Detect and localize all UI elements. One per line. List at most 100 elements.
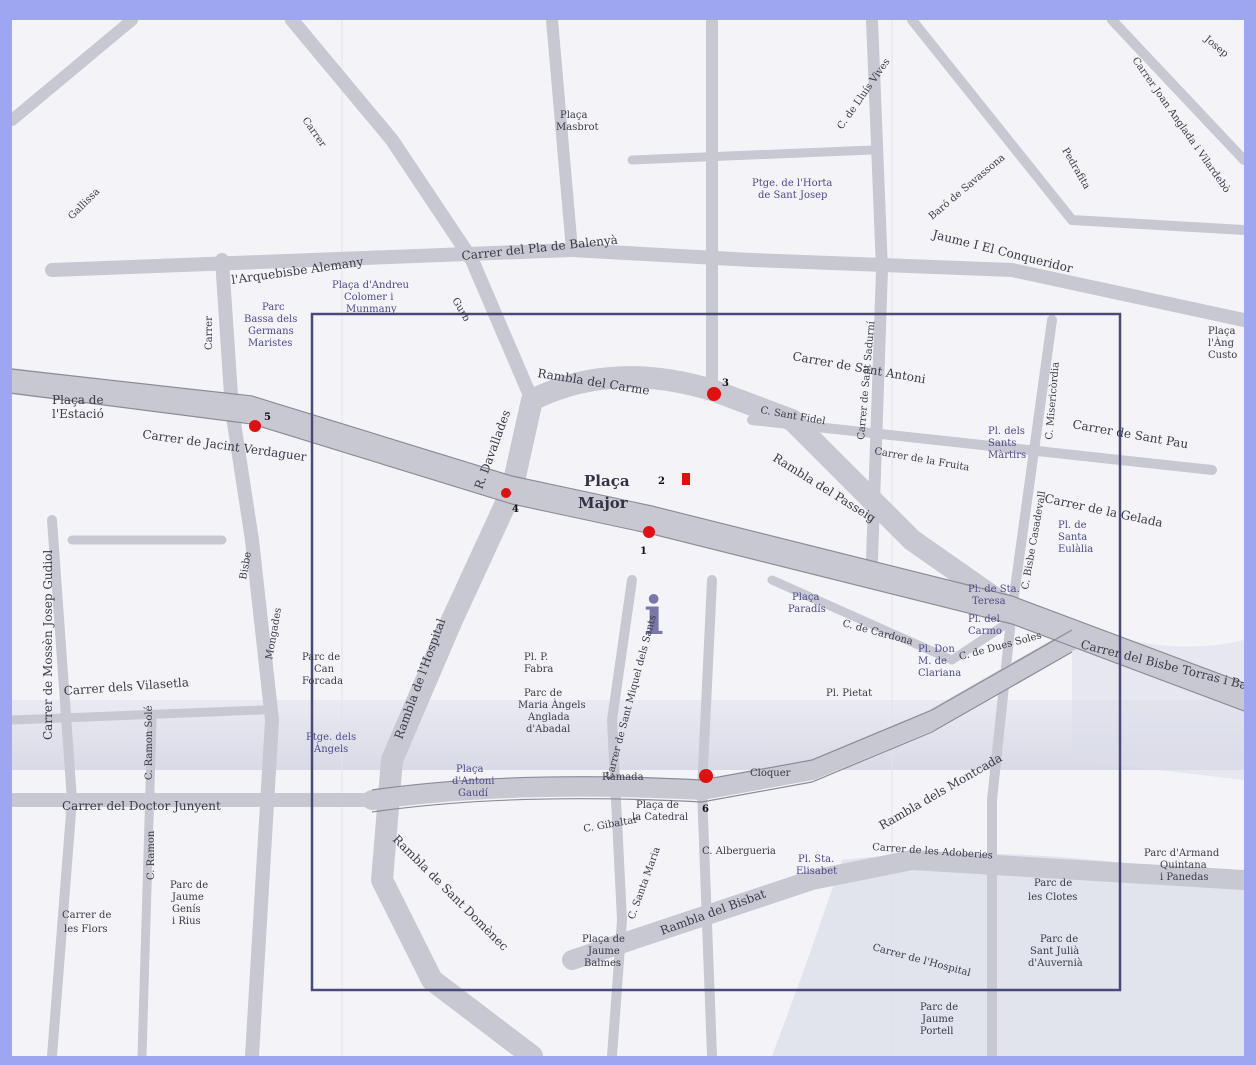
place-sant-julia-2: Sant Julià xyxy=(1030,946,1079,957)
place-paradis-1: Plaça xyxy=(792,592,819,603)
marker-4-label: 4 xyxy=(512,504,519,515)
place-genis-3: Genís xyxy=(172,904,201,915)
place-balmes-3: Balmes xyxy=(584,958,621,969)
place-bassa-4: Maristes xyxy=(248,338,292,349)
place-horta-2: de Sant Josep xyxy=(758,190,827,201)
place-can-forcada-2: Can xyxy=(314,664,335,675)
map-canvas: i Plaça Major Rambla del Carme Rambla de… xyxy=(12,20,1244,1056)
place-angels-right-1: Plaça xyxy=(1208,326,1235,337)
place-armand-1: Parc d'Armand xyxy=(1144,848,1220,859)
place-pietat: Pl. Pietat xyxy=(826,688,872,699)
place-angels-1: Parc de xyxy=(524,688,562,699)
place-genis-2: Jaume xyxy=(171,892,204,903)
place-angels-right-2: l'Àng xyxy=(1208,337,1235,349)
street-carrer-joseph: Josep xyxy=(1201,33,1230,60)
place-sant-julia-3: d'Auvernià xyxy=(1028,958,1083,969)
place-bassa-1: Parc xyxy=(262,302,285,313)
street-gallissa: Gallissa xyxy=(66,186,102,222)
place-angels-2: Maria Àngels xyxy=(518,699,586,711)
place-elisabet-1: Pl. Sta. xyxy=(798,854,834,865)
place-estacio-2: l'Estació xyxy=(52,407,104,421)
street-cloquer: Cloquer xyxy=(750,768,791,779)
place-clotes-2: les Clotes xyxy=(1028,892,1077,903)
place-flors-1: Carrer de xyxy=(62,910,111,921)
street-pla-balenya: Carrer del Pla de Balenyà xyxy=(461,233,619,263)
place-labels: Plaça de l'Estació Plaça d'Andreu Colome… xyxy=(52,110,1237,1037)
marker-4-dot[interactable] xyxy=(501,488,511,498)
placa-major-label-1: Plaça xyxy=(584,472,630,490)
place-bassa-3: Germans xyxy=(248,326,294,337)
place-sta-teresa-2: Teresa xyxy=(972,596,1006,607)
marker-2-dot[interactable] xyxy=(682,473,690,485)
street-gurb: Gurb xyxy=(449,296,471,324)
place-fabra-1: Pl. P. xyxy=(524,652,548,663)
marker-5-dot[interactable] xyxy=(249,420,261,432)
place-clotes-1: Parc de xyxy=(1034,878,1072,889)
place-santa-eulalia-1: Pl. de xyxy=(1058,520,1087,531)
marker-1-dot[interactable] xyxy=(643,526,655,538)
place-genis-1: Parc de xyxy=(170,880,208,891)
street-vilasetla: Carrer dels Vilasetla xyxy=(63,675,189,698)
place-portell-3: Portell xyxy=(920,1026,953,1037)
place-masbrot-1: Plaça xyxy=(560,110,587,121)
marker-3-dot[interactable] xyxy=(707,387,721,401)
street-albergueria: C. Albergueria xyxy=(702,846,776,857)
street-baro-savassona: Baró de Savassona xyxy=(927,152,1008,222)
place-balmes-1: Plaça de xyxy=(582,934,625,945)
street-sant-pau: Carrer de Sant Pau xyxy=(1071,417,1189,451)
place-ramon-sole: C. Ramon Solé xyxy=(144,705,155,780)
placa-major-label-2: Major xyxy=(578,494,629,512)
focus-area-box xyxy=(310,312,1122,992)
place-balmes-2: Jaume xyxy=(587,946,620,957)
place-fabra-2: Fabra xyxy=(524,664,553,675)
marker-6-dot[interactable] xyxy=(699,769,713,783)
marker-5-label: 5 xyxy=(264,412,271,423)
place-angels-3: Anglada xyxy=(527,712,570,723)
place-andreu-1: Plaça d'Andreu xyxy=(332,280,410,291)
place-carmo-1: Pl. del xyxy=(968,614,1000,625)
place-portell-2: Jaume xyxy=(921,1014,954,1025)
place-can-forcada-3: Forcada xyxy=(302,676,343,687)
place-catedral-1: Plaça de xyxy=(636,800,679,811)
street-sant-antoni: Carrer de Sant Antoni xyxy=(791,349,926,386)
place-sta-teresa-1: Pl. de Sta. xyxy=(968,584,1020,595)
city-map[interactable]: i Plaça Major Rambla del Carme Rambla de… xyxy=(12,20,1244,1056)
place-flors-2: les Flors xyxy=(64,924,108,935)
marker-1-label: 1 xyxy=(640,546,647,557)
place-andreu-2: Colomer i xyxy=(344,292,393,303)
street-ramada: Ramada xyxy=(602,772,644,783)
place-ramon-tenasses: C. Ramon xyxy=(146,830,157,880)
place-elisabet-2: Elisabet xyxy=(796,866,837,877)
info-icon[interactable]: i xyxy=(644,586,664,647)
place-gaudi-3: Gaudí xyxy=(458,788,489,799)
place-don-1: Pl. Don xyxy=(918,644,955,655)
place-catedral-2: la Catedral xyxy=(632,812,688,823)
place-armand-3: i Panedas xyxy=(1160,872,1208,883)
street-gibaltar: C. Gibaltar xyxy=(583,815,639,835)
marker-2-label: 2 xyxy=(658,476,665,487)
street-bisbe: Bisbe xyxy=(238,551,254,581)
place-portell-1: Parc de xyxy=(920,1002,958,1013)
place-don-3: Clariana xyxy=(918,668,961,679)
place-gaudi-2: d'Antoni xyxy=(452,776,495,787)
place-don-2: M. de xyxy=(918,656,947,667)
place-masbrot-2: Masbrot xyxy=(556,122,599,133)
place-andreu-3: Munmany xyxy=(346,304,397,315)
street-carrer-top: Carrer xyxy=(300,115,329,149)
place-ptge-angels-1: Ptge. dels xyxy=(306,732,356,743)
street-lluis-vives: C. de Lluís Vives xyxy=(835,57,892,132)
street-la-fruita: Carrer de la Fruita xyxy=(873,446,970,474)
place-gaudi-1: Plaça xyxy=(456,764,483,775)
place-sants-martirs-2: Sants xyxy=(988,438,1016,449)
place-bassa-2: Bassa dels xyxy=(244,314,297,325)
place-santa-eulalia-3: Eulàlia xyxy=(1058,544,1093,555)
place-sants-martirs-3: Màrtirs xyxy=(988,450,1026,461)
marker-6-label: 6 xyxy=(702,804,709,815)
place-genis-4: i Rius xyxy=(172,916,201,927)
place-horta-1: Ptge. de l'Horta xyxy=(752,178,832,189)
place-can-forcada-1: Parc de xyxy=(302,652,340,663)
street-mossen-gudiol: Carrer de Mossèn Josep Gudiol xyxy=(41,550,55,740)
street-santa-maria: C. Santa Maria xyxy=(626,846,662,921)
marker-3-label: 3 xyxy=(722,378,729,389)
